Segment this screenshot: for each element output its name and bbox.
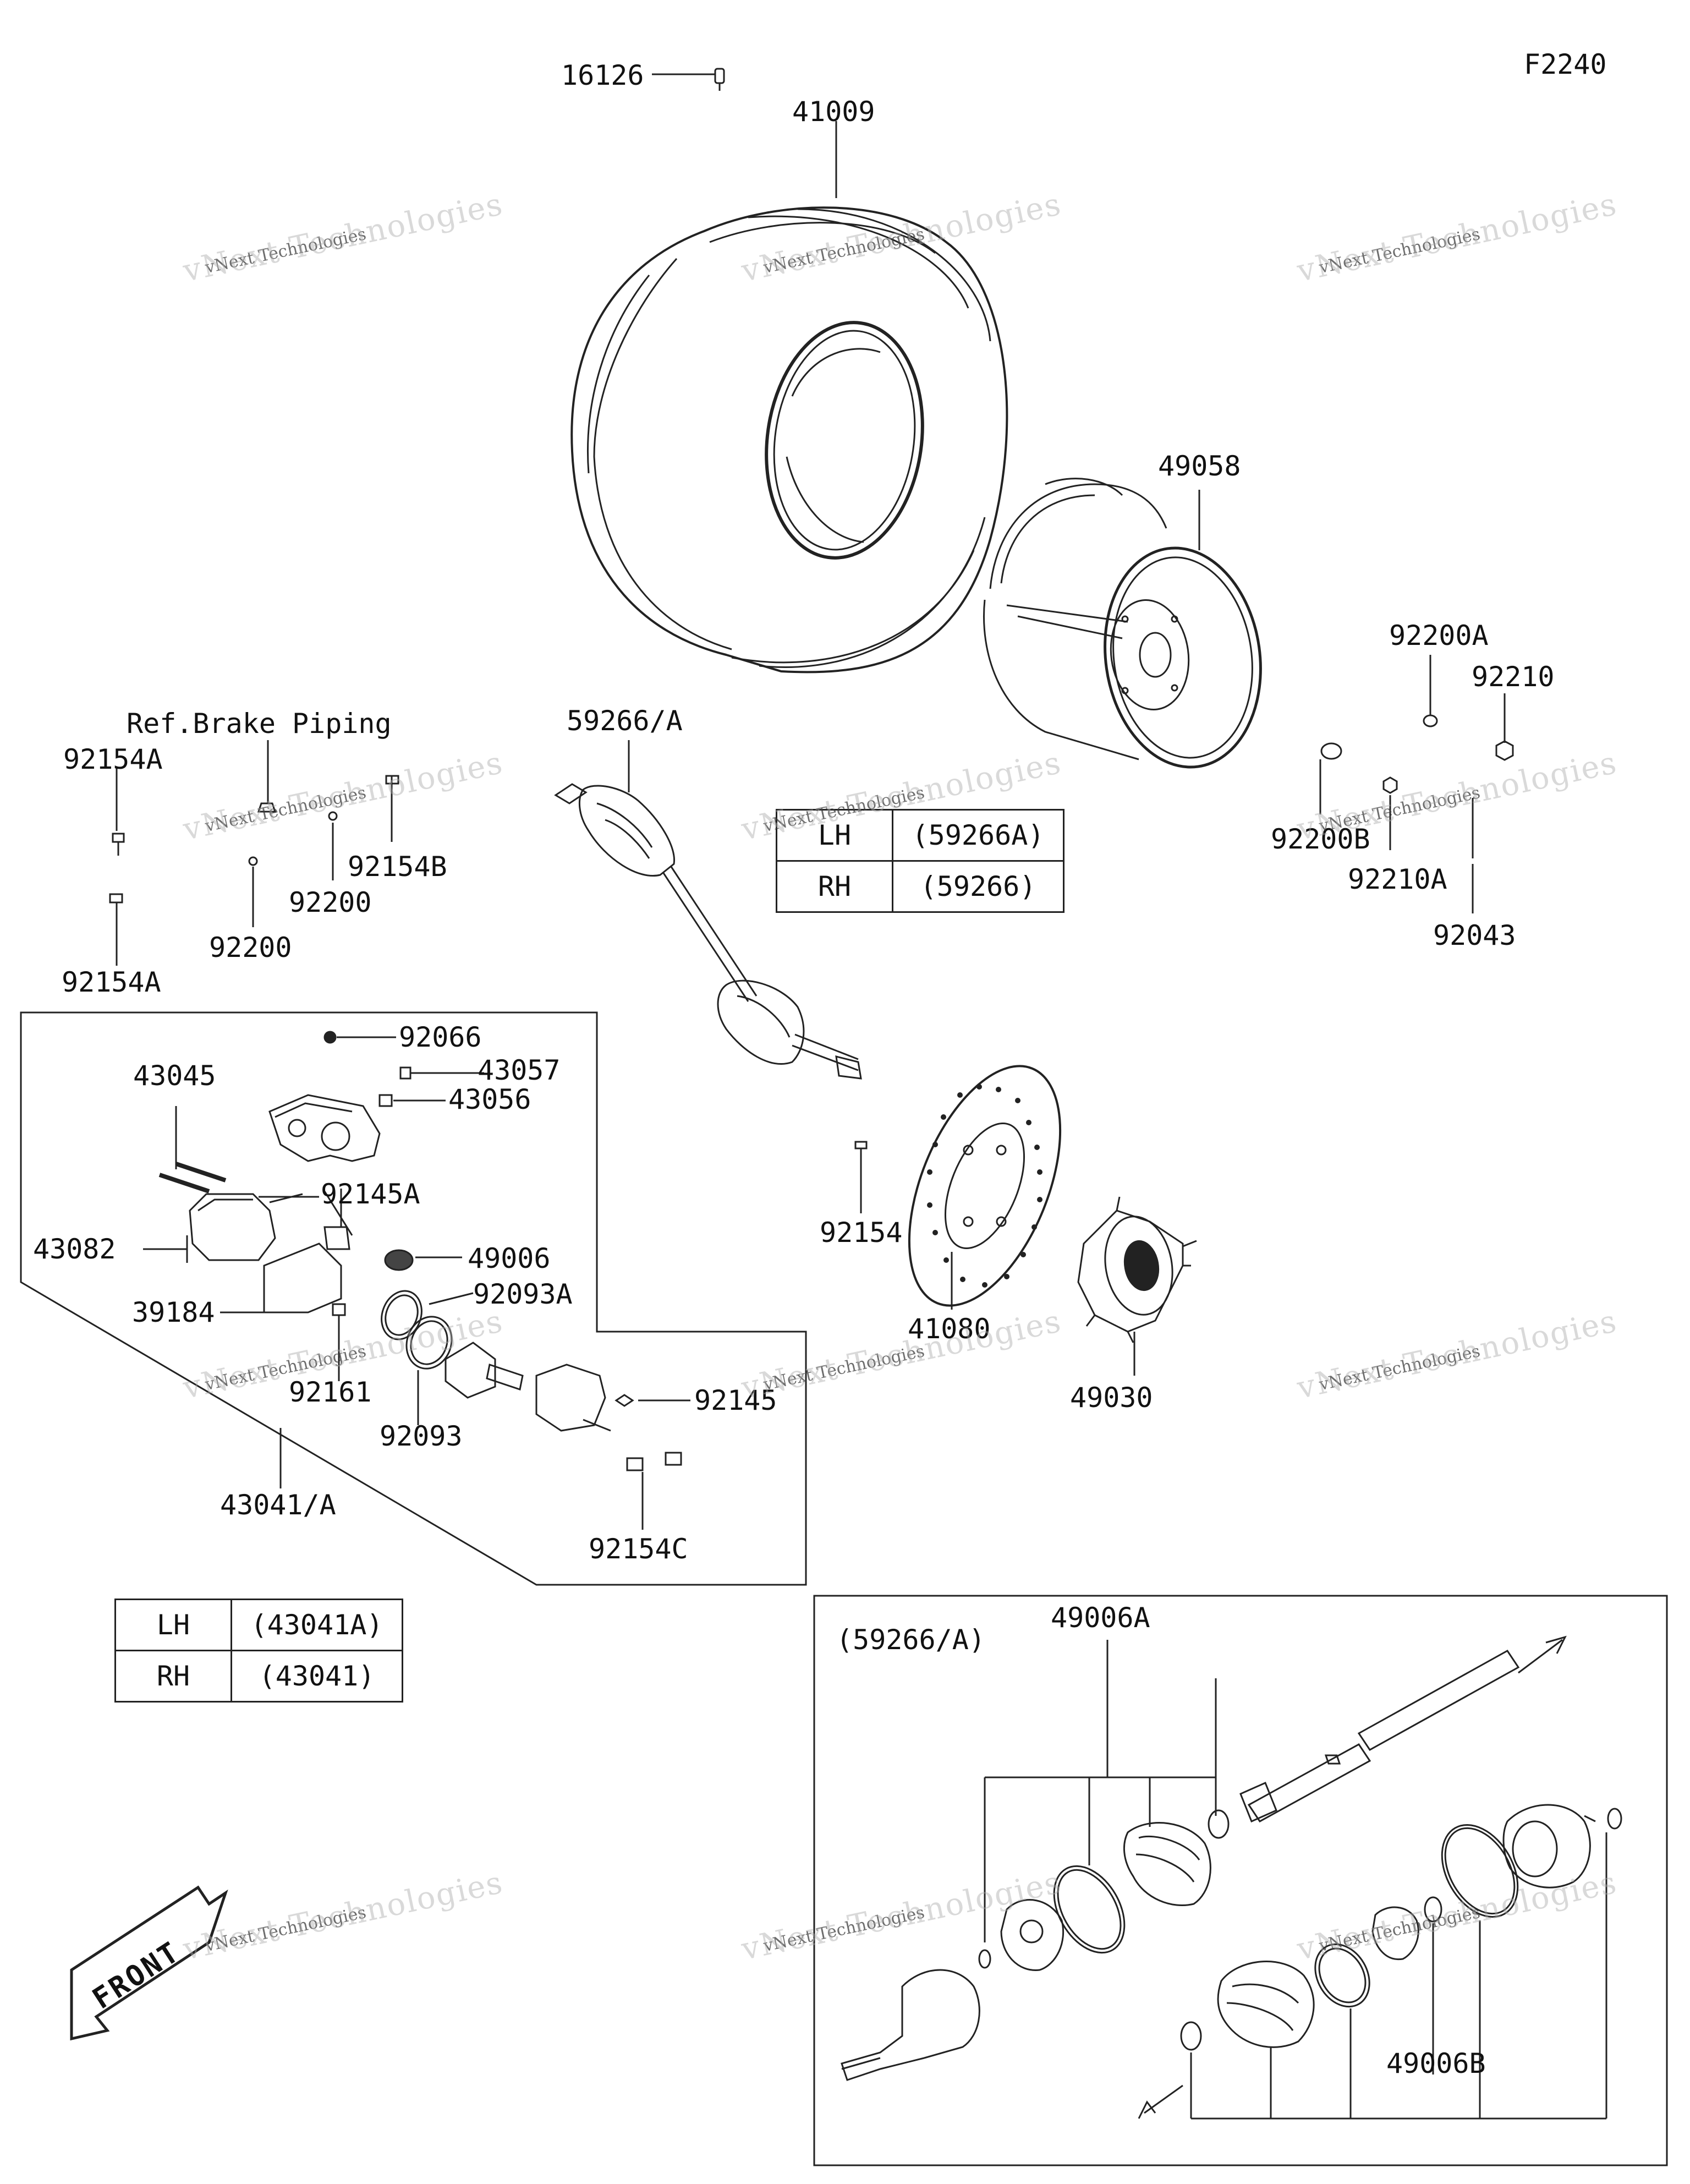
- label-92210: 92210: [1472, 661, 1555, 693]
- label-92200B: 92200B: [1271, 823, 1370, 855]
- label-49030: 49030: [1070, 1382, 1153, 1414]
- label-92154A-bottom: 92154A: [62, 966, 161, 998]
- label-92093A: 92093A: [473, 1278, 573, 1310]
- side-cell: LH: [114, 1599, 232, 1651]
- valve-16126: [652, 68, 837, 198]
- label-39184: 39184: [132, 1296, 215, 1328]
- label-ref-brake-piping: Ref.Brake Piping: [127, 708, 392, 740]
- brake-disc-41080: [854, 1065, 1062, 1310]
- part-cell: (43041A): [231, 1599, 403, 1651]
- part-cell: (43041): [231, 1650, 403, 1703]
- side-cell: RH: [114, 1650, 232, 1703]
- caliper-side-table: LH (43041A) RH (43041): [114, 1599, 403, 1703]
- part-cell: (59266A): [892, 809, 1065, 862]
- label-41080: 41080: [908, 1313, 991, 1345]
- side-cell: LH: [776, 809, 893, 862]
- label-49058: 49058: [1158, 450, 1241, 482]
- label-92145: 92145: [694, 1384, 777, 1416]
- label-92145A: 92145A: [321, 1178, 420, 1210]
- label-92200A: 92200A: [1389, 620, 1489, 652]
- figure-code: F2240: [1524, 48, 1607, 80]
- label-92043: 92043: [1433, 919, 1516, 951]
- label-43056: 43056: [448, 1083, 531, 1115]
- label-43057: 43057: [478, 1054, 561, 1086]
- tire-41009: [570, 206, 1008, 674]
- label-59266A: 59266/A: [567, 705, 683, 737]
- wheel-hardware: [1319, 655, 1514, 913]
- label-92093: 92093: [380, 1420, 463, 1452]
- table-row: RH (43041): [114, 1650, 403, 1703]
- label-92154A-top: 92154A: [63, 743, 163, 775]
- side-cell: RH: [776, 860, 893, 913]
- part-cell: (59266): [892, 860, 1065, 913]
- label-92161: 92161: [289, 1376, 372, 1408]
- table-row: RH (59266): [776, 860, 1065, 913]
- drive-axle-59266: [554, 740, 862, 1080]
- table-row: LH (43041A): [114, 1599, 403, 1651]
- label-41009: 41009: [792, 96, 875, 128]
- wheel-49058: [983, 478, 1262, 769]
- brake-piping-hardware: [109, 740, 399, 966]
- label-16126: 16126: [561, 59, 644, 91]
- table-row: LH (59266A): [776, 809, 1065, 862]
- caliper-kit-box: [20, 1011, 807, 1586]
- label-92210A: 92210A: [1348, 863, 1447, 895]
- label-49006: 49006: [468, 1242, 551, 1274]
- label-92154C: 92154C: [589, 1533, 688, 1565]
- label-49006A: 49006A: [1051, 1602, 1150, 1634]
- axle-inset-box: [813, 1595, 1668, 2166]
- label-43041A: 43041/A: [220, 1489, 336, 1521]
- label-92200-a: 92200: [289, 886, 372, 918]
- label-43045: 43045: [133, 1060, 216, 1092]
- label-92200-b: 92200: [209, 932, 292, 964]
- label-49006B: 49006B: [1386, 2048, 1486, 2079]
- hub-49030: [1077, 1196, 1197, 1376]
- inset-title: (59266/A): [836, 1624, 985, 1656]
- label-43082: 43082: [33, 1233, 116, 1265]
- axle-side-table: LH (59266A) RH (59266): [776, 809, 1065, 913]
- label-92154B: 92154B: [348, 851, 447, 883]
- label-92066: 92066: [399, 1021, 482, 1053]
- front-arrow: [70, 1885, 228, 2041]
- caliper-parts: [143, 1031, 690, 1530]
- label-92154: 92154: [820, 1217, 903, 1249]
